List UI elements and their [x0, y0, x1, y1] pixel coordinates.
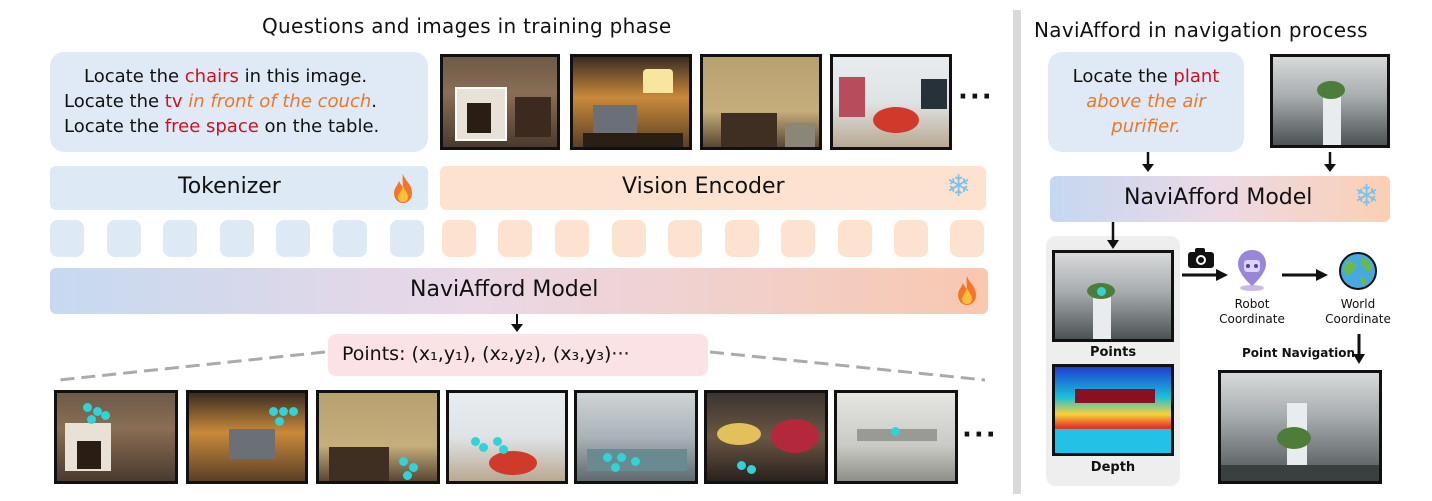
- train-image-2: [570, 54, 692, 150]
- image-token: [668, 220, 702, 257]
- image-token: [612, 220, 646, 257]
- vision-encoder-label: Vision Encoder: [622, 174, 785, 199]
- image-token: [838, 220, 872, 257]
- image-token: [894, 220, 928, 257]
- result-image-1: [54, 390, 178, 484]
- arrow-down-icon: [1142, 152, 1154, 172]
- navigation-result-image: [1218, 370, 1382, 484]
- arrow-right-icon: [1282, 269, 1328, 281]
- arrow-down-icon: [1324, 152, 1336, 172]
- question-2: Locate the tv in front of the couch.: [64, 91, 377, 112]
- text-token: [163, 220, 197, 257]
- result-image-3: [316, 390, 440, 484]
- camera-icon: [1188, 248, 1214, 268]
- point-navigation-label: Point Navigation: [1242, 346, 1356, 360]
- nav-question-box: Locate the plant above the air purifier.: [1048, 52, 1244, 152]
- tokenizer-label: Tokenizer: [178, 174, 281, 199]
- nav-question: Locate the plant above the air purifier.: [1072, 66, 1220, 137]
- image-token: [498, 220, 532, 257]
- question-3: Locate the free space on the table.: [64, 116, 380, 137]
- question-1: Locate the chairs in this image.: [84, 66, 368, 87]
- fire-icon: [394, 174, 412, 203]
- result-image-7: [834, 390, 958, 484]
- globe-icon: [1339, 252, 1377, 290]
- more-results-ellipsis: ···: [962, 420, 998, 450]
- world-coordinate-label: World Coordinate: [1325, 297, 1391, 326]
- fire-icon: [958, 276, 976, 305]
- panel-divider: [1013, 10, 1021, 494]
- train-image-1: [440, 54, 560, 150]
- robot-coordinate-label: Robot Coordinate: [1219, 297, 1285, 326]
- points-output-box: Points: (x₁,y₁), (x₂,y₂), (x₃,y₃)···: [328, 334, 708, 376]
- points-label: Points: [1089, 345, 1137, 360]
- nav-model-label: NaviAfford Model: [1124, 185, 1313, 210]
- robot-pin-icon: [1238, 250, 1266, 291]
- model-label: NaviAfford Model: [410, 277, 599, 302]
- depth-image: [1052, 364, 1174, 456]
- result-image-6: [704, 390, 828, 484]
- vision-encoder-bar: Vision Encoder ❄: [440, 166, 986, 210]
- text-token: [107, 220, 141, 257]
- snowflake-icon: ❄: [1354, 179, 1380, 214]
- image-token: [555, 220, 589, 257]
- arrow-down-icon: [1353, 334, 1365, 364]
- naviafford-model-bar: NaviAfford Model: [50, 268, 988, 314]
- text-token: [220, 220, 254, 257]
- image-token: [725, 220, 759, 257]
- depth-label: Depth: [1090, 460, 1136, 475]
- text-token: [276, 220, 310, 257]
- points-image: [1052, 250, 1174, 342]
- arrow-down-icon: [1107, 222, 1119, 249]
- text-token: [333, 220, 367, 257]
- tokenizer-bar: Tokenizer: [50, 166, 428, 210]
- arrow-down-icon: [511, 314, 523, 332]
- result-image-2: [186, 390, 308, 484]
- nav-model-bar: NaviAfford Model ❄: [1050, 176, 1390, 222]
- question-box: Locate the chairs in this image. Locate …: [50, 52, 428, 152]
- train-image-3: [700, 54, 822, 150]
- result-image-5: [574, 390, 698, 484]
- train-image-4: [830, 54, 952, 150]
- image-token: [950, 220, 984, 257]
- more-images-ellipsis: ···: [958, 82, 994, 112]
- points-output-label: Points: (x₁,y₁), (x₂,y₂), (x₃,y₃)···: [342, 343, 630, 365]
- image-token: [442, 220, 476, 257]
- left-title: Questions and images in training phase: [262, 14, 672, 38]
- dashed-expansion-lines: [58, 350, 986, 382]
- image-token: [781, 220, 815, 257]
- result-image-4: [446, 390, 568, 484]
- text-token: [390, 220, 424, 257]
- nav-input-image: [1270, 54, 1390, 148]
- text-token: [50, 220, 84, 257]
- arrow-right-icon: [1182, 269, 1228, 281]
- snowflake-icon: ❄: [946, 169, 972, 204]
- right-title: NaviAfford in navigation process: [1034, 18, 1368, 42]
